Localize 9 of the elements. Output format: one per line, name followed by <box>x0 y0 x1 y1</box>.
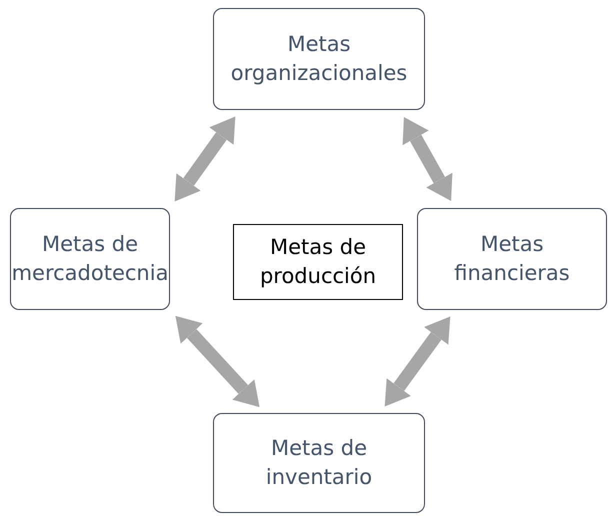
goal-box: Metas de mercadotecnia <box>10 208 170 310</box>
double-arrow <box>174 116 236 202</box>
double-arrow <box>402 116 452 202</box>
goal-box: Metas organizacionales <box>213 8 425 110</box>
goal-box: Metas financieras <box>417 208 607 310</box>
center-box: Metas de producción <box>233 224 403 300</box>
goal-box: Metas de inventario <box>213 413 425 513</box>
double-arrow <box>175 316 260 408</box>
double-arrow <box>384 316 450 407</box>
